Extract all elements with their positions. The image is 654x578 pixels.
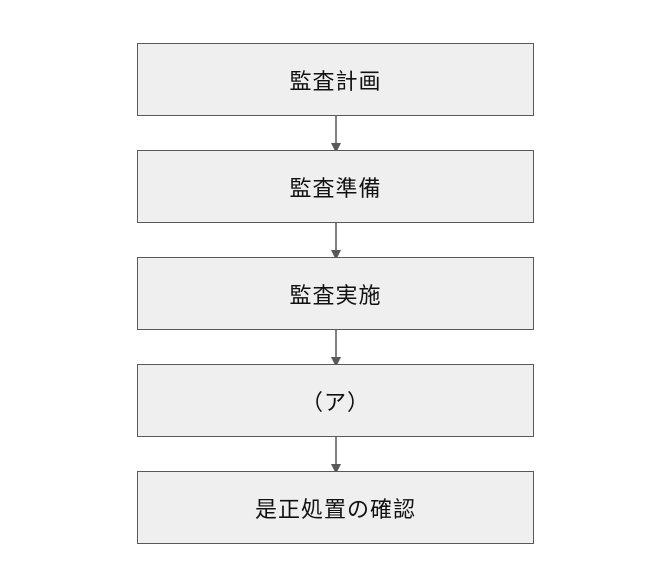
step-audit-execution: 監査実施	[137, 257, 534, 330]
step-label: 是正処置の確認	[254, 497, 416, 523]
step-label: 監査計画	[289, 69, 382, 95]
step-corrective-action-confirmation: 是正処置の確認	[137, 471, 534, 544]
step-label: 監査準備	[289, 176, 382, 202]
step-audit-planning: 監査計画	[137, 43, 534, 116]
step-label: （ア）	[300, 390, 370, 416]
step-label: 監査実施	[289, 283, 382, 309]
step-audit-preparation: 監査準備	[137, 150, 534, 223]
step-blank-a: （ア）	[137, 364, 534, 437]
